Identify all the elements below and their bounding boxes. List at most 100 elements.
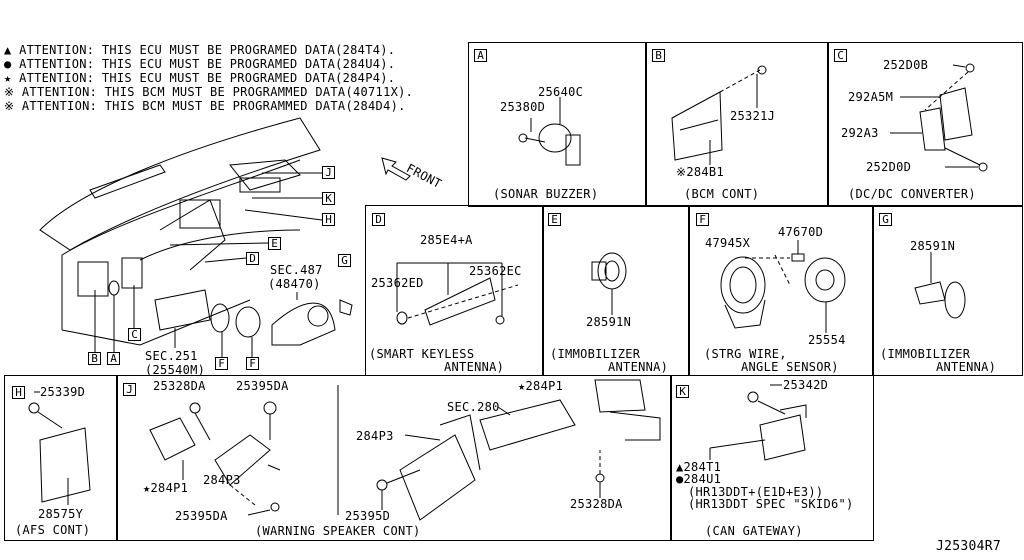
attention-note: ★ ATTENTION: THIS ECU MUST BE PROGRAMED … bbox=[4, 72, 395, 85]
panel-g-caption: ANTENNA) bbox=[936, 360, 997, 374]
panel-b bbox=[645, 42, 829, 207]
part-label: ★284P1 bbox=[518, 379, 564, 393]
can-gateway-illustration bbox=[709, 384, 807, 461]
dashboard-illustration bbox=[39, 117, 353, 357]
note-text: ATTENTION: THIS BCM MUST BE PROGRAMMED D… bbox=[21, 85, 414, 99]
part-label: 252D0B bbox=[883, 58, 929, 72]
panel-c-caption: (DC/DC CONVERTER) bbox=[848, 187, 976, 201]
panel-g-tag: G bbox=[879, 213, 892, 226]
part-label: ▲284T1 bbox=[676, 460, 722, 474]
part-label: 284P3 bbox=[203, 473, 241, 487]
panel-a bbox=[468, 42, 647, 207]
panel-f-tag: F bbox=[696, 213, 709, 226]
overview-tag-k: K bbox=[322, 192, 335, 205]
part-label: ※284B1 bbox=[676, 165, 724, 179]
part-label: 25362ED bbox=[371, 276, 424, 290]
part-label: (HR13DDT+(E1D+E3)) bbox=[688, 485, 824, 499]
attention-note: ※ ATTENTION: THIS BCM MUST BE PROGRAMMED… bbox=[4, 86, 413, 99]
panel-d-caption: ANTENNA) bbox=[444, 360, 505, 374]
part-label: 25380D bbox=[500, 100, 546, 114]
panel-k bbox=[670, 375, 874, 541]
panel-a-caption: (SONAR BUZZER) bbox=[493, 187, 599, 201]
part-label: 47945X bbox=[705, 236, 751, 250]
dcdc-converter-illustration bbox=[890, 63, 988, 172]
attention-note: ● ATTENTION: THIS ECU MUST BE PROGRAMED … bbox=[4, 58, 395, 71]
panel-j bbox=[116, 375, 672, 541]
afs-cont-illustration bbox=[28, 391, 91, 505]
part-label: 25395DA bbox=[175, 509, 228, 523]
note-text: ATTENTION: THIS ECU MUST BE PROGRAMED DA… bbox=[19, 71, 396, 85]
note-text: ATTENTION: THIS BCM MUST BE PROGRAMMED D… bbox=[21, 99, 406, 113]
part-label: 28591N bbox=[586, 315, 632, 329]
note-text: ATTENTION: THIS ECU MUST BE PROGRAMED DA… bbox=[19, 57, 396, 71]
panel-c bbox=[827, 42, 1023, 207]
overview-tag-j: J bbox=[322, 166, 335, 179]
smart-keyless-antenna-illustration bbox=[396, 262, 519, 326]
panel-k-caption: (CAN GATEWAY) bbox=[705, 524, 803, 538]
part-label: 25640C bbox=[538, 85, 584, 99]
part-label: 25328DA bbox=[570, 497, 623, 511]
symbol-icon: ※ bbox=[4, 99, 15, 113]
part-label: 25395DA bbox=[236, 379, 289, 393]
part-label: ★284P1 bbox=[143, 481, 189, 495]
overview-tag-f: F bbox=[215, 357, 228, 370]
attention-note: ▲ ATTENTION: THIS ECU MUST BE PROGRAMED … bbox=[4, 44, 395, 57]
part-label: 25328DA bbox=[153, 379, 206, 393]
panel-c-tag: C bbox=[834, 49, 847, 62]
sec251-part: (25540M) bbox=[145, 363, 206, 377]
sec487-part: (48470) bbox=[268, 277, 321, 291]
warning-speaker-illustration bbox=[149, 379, 661, 521]
panel-b-tag: B bbox=[652, 49, 665, 62]
bcm-illustration bbox=[671, 65, 767, 165]
part-label: 28575Y bbox=[38, 507, 84, 521]
part-label: 284P3 bbox=[356, 429, 394, 443]
panel-e-tag: E bbox=[548, 213, 561, 226]
overview-tag-h: H bbox=[322, 213, 335, 226]
part-label: 25339D bbox=[40, 385, 86, 399]
sec487-label: SEC.487 bbox=[270, 263, 323, 277]
panel-g bbox=[872, 205, 1023, 376]
panel-d-tag: D bbox=[372, 213, 385, 226]
panel-h bbox=[4, 375, 118, 541]
panel-e-caption: (IMMOBILIZER bbox=[550, 347, 641, 361]
part-label: 252D0D bbox=[866, 160, 912, 174]
overview-tag-c: C bbox=[128, 328, 141, 341]
symbol-icon: ● bbox=[4, 57, 12, 71]
note-text: ATTENTION: THIS ECU MUST BE PROGRAMED DA… bbox=[19, 43, 396, 57]
diagram-code: J25304R7 bbox=[936, 539, 1002, 554]
panel-d-caption: (SMART KEYLESS bbox=[369, 347, 475, 361]
sec251-label: SEC.251 bbox=[145, 349, 198, 363]
panel-k-tag: K bbox=[676, 385, 689, 398]
part-label: 25554 bbox=[808, 333, 846, 347]
overview-tag-d: D bbox=[246, 252, 259, 265]
panel-f-caption: (STRG WIRE, bbox=[704, 347, 787, 361]
symbol-icon: ▲ bbox=[4, 43, 12, 57]
panel-f-caption: ANGLE SENSOR) bbox=[741, 360, 839, 374]
part-label: 28591N bbox=[910, 239, 956, 253]
immobilizer-antenna-g-illustration bbox=[914, 252, 966, 319]
part-label: 47670D bbox=[778, 225, 824, 239]
part-label: 25395D bbox=[345, 509, 391, 523]
panel-g-caption: (IMMOBILIZER bbox=[880, 347, 971, 361]
panel-h-tag: H bbox=[12, 386, 25, 399]
panel-b-caption: (BCM CONT) bbox=[684, 187, 760, 201]
part-label: 25342D bbox=[783, 378, 829, 392]
panel-j-tag: J bbox=[123, 383, 136, 396]
steering-wire-illustration bbox=[720, 240, 846, 333]
sonar-buzzer-illustration bbox=[518, 97, 581, 166]
overview-tag-a: A bbox=[107, 352, 120, 365]
symbol-icon: ※ bbox=[4, 85, 15, 99]
part-label: 292A3 bbox=[841, 126, 879, 140]
panel-e-caption: ANTENNA) bbox=[608, 360, 669, 374]
part-label: 25321J bbox=[730, 109, 776, 123]
part-label: 25362EC bbox=[469, 264, 522, 278]
part-label: ●284U1 bbox=[676, 472, 722, 486]
part-label: 292A5M bbox=[848, 90, 894, 104]
overview-tag-b: B bbox=[88, 352, 101, 365]
front-arrow-icon bbox=[381, 157, 411, 181]
overview-tag-f: F bbox=[246, 357, 259, 370]
overview-tag-e: E bbox=[268, 237, 281, 250]
panel-a-tag: A bbox=[474, 49, 487, 62]
